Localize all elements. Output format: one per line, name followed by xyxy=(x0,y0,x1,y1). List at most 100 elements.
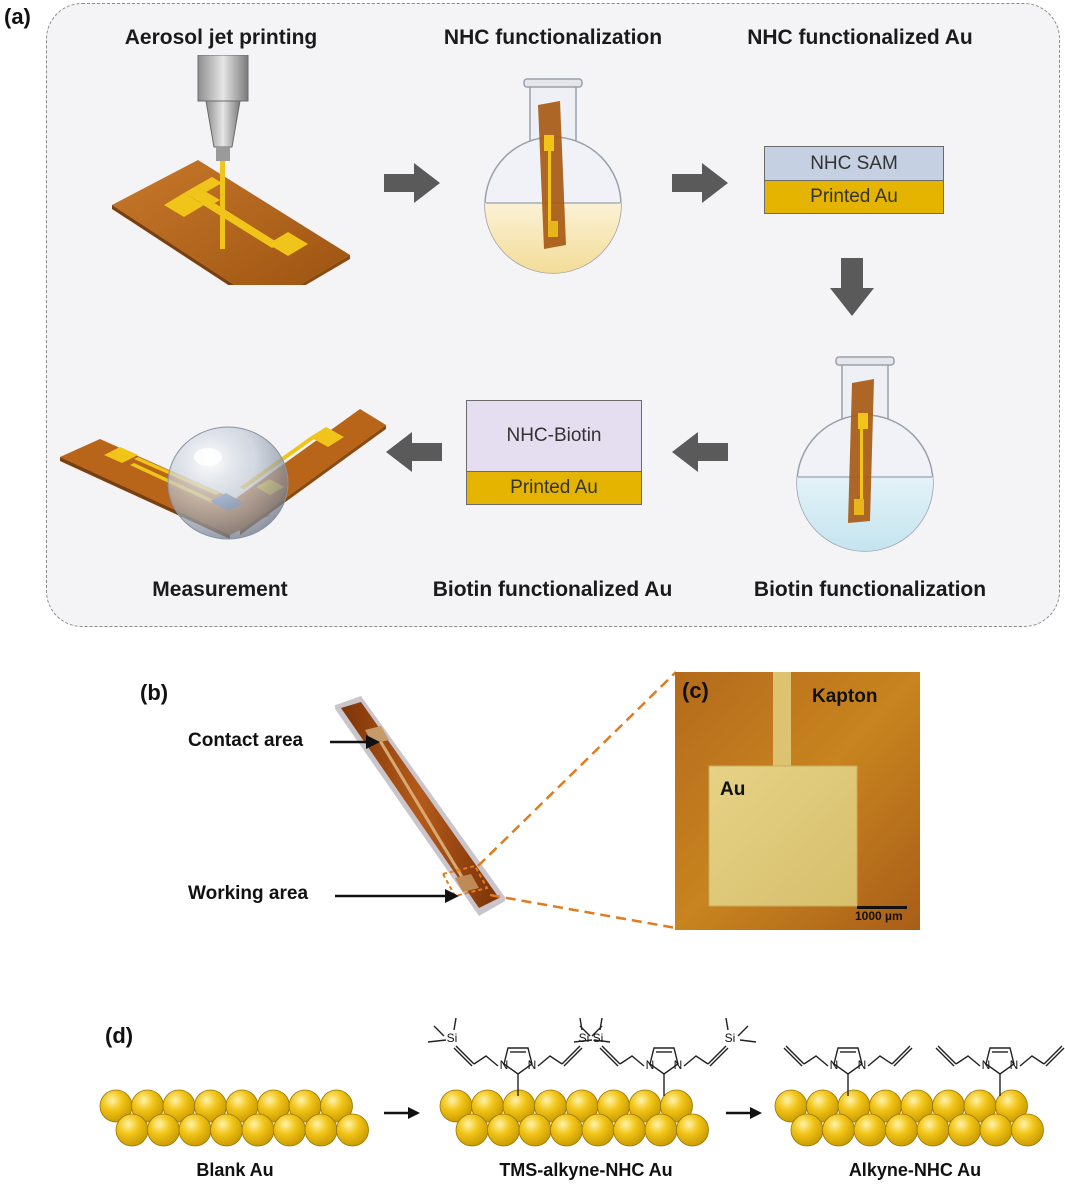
step-title-biotin-functionalized-au: Biotin functionalized Au xyxy=(432,578,673,601)
imidazole-ring xyxy=(833,1047,863,1075)
right-linker xyxy=(683,1055,709,1067)
imidazole-ring xyxy=(503,1047,533,1075)
contact-area-label: Contact area xyxy=(188,730,304,751)
flow-arrow-3 xyxy=(672,432,728,472)
right-alkyne xyxy=(561,1045,581,1065)
gold-atom xyxy=(178,1113,212,1147)
panel-b-letter: (b) xyxy=(140,680,169,705)
silicon-atom-right: Si xyxy=(725,1031,736,1045)
left-linker xyxy=(473,1055,499,1067)
right-alkyne xyxy=(891,1045,911,1065)
left-linker xyxy=(803,1055,829,1067)
nitrogen-atom-left: N xyxy=(500,1058,509,1072)
gold-atom xyxy=(455,1113,489,1147)
gold-atom xyxy=(210,1113,243,1147)
gold-atom xyxy=(853,1113,887,1147)
working-area-label: Working area xyxy=(188,883,309,904)
gold-atom xyxy=(241,1113,275,1147)
gold-atom xyxy=(948,1113,981,1147)
printed-au-layer-2: Printed Au xyxy=(466,471,642,505)
step-title-aerosol: Aerosol jet printing xyxy=(124,26,318,49)
panel-c-letter: (c) xyxy=(682,678,709,703)
reaction-arrow-1 xyxy=(384,1107,420,1119)
step-title-nhc-functionalization: NHC functionalization xyxy=(443,26,663,49)
left-alkyne xyxy=(601,1045,621,1065)
nhc-biotin-layer: NHC-Biotin xyxy=(466,400,642,472)
silicon-atom-left: Si xyxy=(593,1031,604,1045)
au-label: Au xyxy=(720,779,746,800)
gold-atom xyxy=(550,1113,583,1147)
right-alkyne xyxy=(707,1045,727,1065)
gold-atom xyxy=(644,1113,678,1147)
right-alkyne-2 xyxy=(1045,1047,1065,1067)
imidazole-ring xyxy=(649,1047,679,1075)
step-title-measurement: Measurement xyxy=(152,578,288,601)
gold-atom xyxy=(518,1113,552,1147)
left-alkyne xyxy=(455,1045,475,1065)
gold-atom xyxy=(147,1113,180,1147)
gold-atom xyxy=(676,1113,709,1147)
gold-atom xyxy=(822,1113,855,1147)
nitrogen-atom-right: N xyxy=(674,1058,683,1072)
nitrogen-atom-right: N xyxy=(1010,1058,1019,1072)
electrode-strip-photo xyxy=(335,696,505,916)
silicon-atom-left: Si xyxy=(447,1031,458,1045)
silicon-atom-right: Si xyxy=(579,1031,590,1045)
nitrogen-atom-left: N xyxy=(646,1058,655,1072)
micrograph-panel xyxy=(675,672,920,930)
panel-d-letter: (d) xyxy=(105,1023,134,1048)
label-alkyne-nhc-au: Alkyne-NHC Au xyxy=(848,1160,982,1180)
label-tms-alkyne-nhc-au: TMS-alkyne-NHC Au xyxy=(499,1160,673,1180)
reaction-arrow-2 xyxy=(726,1107,762,1119)
left-alkyne-2 xyxy=(783,1047,803,1067)
gold-atom xyxy=(660,1089,693,1123)
micrograph-image xyxy=(675,672,920,930)
right-linker xyxy=(1019,1055,1045,1067)
nhc-sam-label: NHC SAM xyxy=(810,152,898,174)
flow-arrow-4 xyxy=(386,432,442,472)
flow-arrow-1 xyxy=(384,163,440,203)
scale-bar-label: 1000 µm xyxy=(855,909,903,923)
imidazole-ring xyxy=(985,1047,1015,1075)
gold-atom xyxy=(487,1113,520,1147)
left-linker xyxy=(955,1055,981,1067)
nitrogen-atom-left: N xyxy=(982,1058,991,1072)
printed-au-layer-1: Printed Au xyxy=(764,180,944,214)
left-alkyne-2 xyxy=(453,1047,473,1067)
left-alkyne-2 xyxy=(599,1047,619,1067)
step-title-biotin-functionalization: Biotin functionalization xyxy=(753,578,987,601)
nitrogen-atom-left: N xyxy=(830,1058,839,1072)
nhc-sam-layer: NHC SAM xyxy=(764,146,944,181)
left-alkyne xyxy=(937,1045,957,1065)
gold-atom xyxy=(304,1113,338,1147)
gold-atom xyxy=(273,1113,306,1147)
tms-methyls-left xyxy=(573,1017,603,1043)
measurement-illustration xyxy=(60,409,386,540)
aerosol-printer-illustration xyxy=(112,55,350,285)
flask-biotin-illustration xyxy=(796,356,934,552)
flow-arrow-2 xyxy=(672,163,728,203)
label-blank-au: Blank Au xyxy=(196,1160,274,1180)
step-title-nhc-functionalized-au: NHC functionalized Au xyxy=(747,26,973,49)
right-alkyne xyxy=(1043,1045,1063,1065)
gold-atom xyxy=(581,1113,615,1147)
printed-au-label-2: Printed Au xyxy=(510,477,598,498)
nitrogen-atom-right: N xyxy=(528,1058,537,1072)
right-alkyne-2 xyxy=(709,1047,729,1067)
contact-area-arrow xyxy=(330,735,380,749)
flow-arrow-down xyxy=(830,258,874,316)
gold-atom xyxy=(613,1113,646,1147)
gold-atom xyxy=(320,1089,353,1123)
kapton-label: Kapton xyxy=(812,686,878,707)
right-alkyne-2 xyxy=(893,1047,913,1067)
left-linker xyxy=(619,1055,645,1067)
gold-atom xyxy=(995,1089,1028,1123)
gold-atom xyxy=(336,1113,369,1147)
gold-atom xyxy=(1011,1113,1044,1147)
gold-atom-layers xyxy=(99,1089,1044,1147)
gold-atom xyxy=(979,1113,1013,1147)
panel-a-letter: (a) xyxy=(4,4,31,29)
